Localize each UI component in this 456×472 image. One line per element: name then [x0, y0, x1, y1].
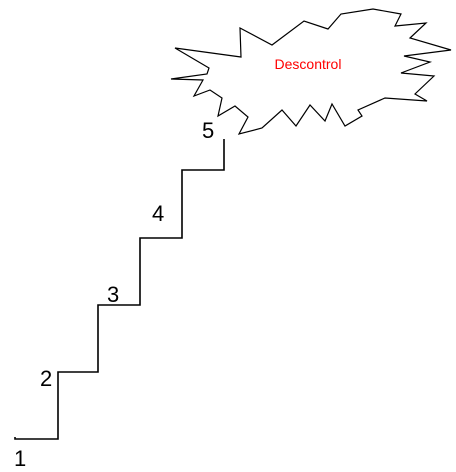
step-label-4: 4 [152, 201, 164, 226]
step-label-3: 3 [107, 282, 119, 307]
burst-label: Descontrol [275, 56, 342, 72]
step-label-1: 1 [14, 446, 26, 471]
step-label-2: 2 [40, 366, 52, 391]
staircase-line [15, 139, 224, 439]
step-label-5: 5 [202, 118, 214, 143]
